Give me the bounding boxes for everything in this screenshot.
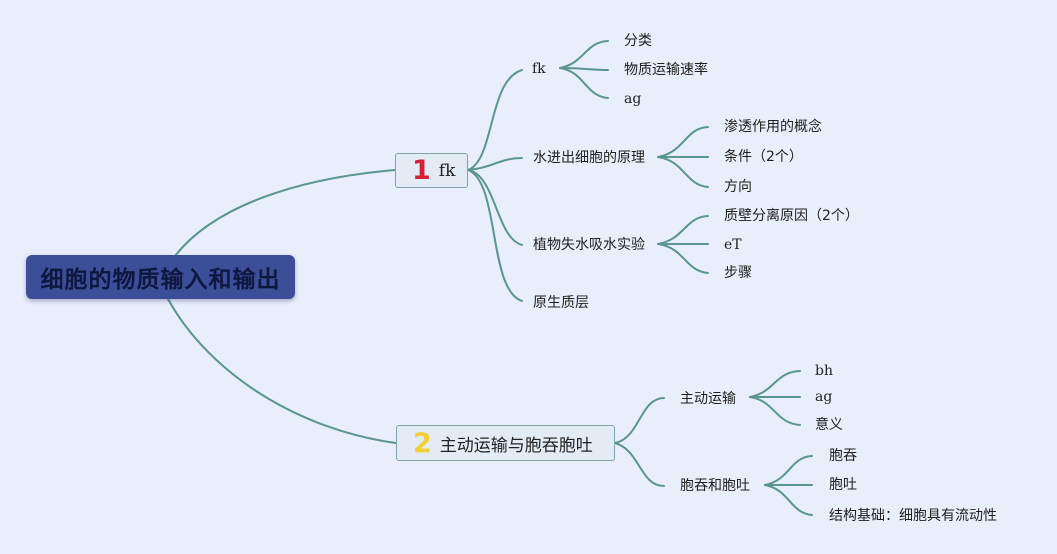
leaf-plasmolysis-cause[interactable]: 质壁分离原因（2个） [724, 208, 859, 224]
leaf-significance[interactable]: 意义 [815, 417, 843, 433]
leaf-direction[interactable]: 方向 [724, 179, 752, 195]
leaf-et[interactable]: eT [724, 237, 742, 253]
root-topic[interactable]: 细胞的物质输入和输出 [26, 255, 295, 299]
leaf-exocytosis[interactable]: 胞吐 [829, 477, 857, 493]
topic-number-2-badge: 2 [413, 427, 432, 459]
topic-number-1-badge: 1 [412, 155, 431, 186]
main-topic-2[interactable]: 2 主动运输与胞吞胞吐 [396, 425, 615, 461]
main-topic-2-label: 主动运输与胞吞胞吐 [439, 435, 593, 456]
leaf-conditions[interactable]: 条件（2个） [724, 149, 803, 165]
link-topic2-active [614, 397, 665, 444]
leaf-ag-1[interactable]: ag [624, 91, 642, 107]
link-endo-endocytosis [764, 455, 813, 486]
link-water-concept [657, 126, 709, 158]
main-topic-1-label: fk [438, 160, 456, 181]
subtopic-fk[interactable]: fk [532, 61, 546, 77]
link-topic2-endo [614, 442, 665, 487]
leaf-endocytosis[interactable]: 胞吞 [829, 448, 857, 464]
leaf-classification[interactable]: 分类 [624, 33, 652, 49]
leaf-bh[interactable]: bh [815, 363, 833, 379]
link-root-topic2 [167, 298, 397, 444]
subtopic-active-transport[interactable]: 主动运输 [680, 391, 736, 407]
link-topic1-protoplast [467, 169, 523, 302]
main-topic-1[interactable]: 1 fk [395, 153, 468, 188]
link-water-direction [657, 156, 709, 188]
subtopic-protoplast[interactable]: 原生质层 [533, 295, 589, 311]
link-plant-steps [657, 243, 709, 274]
leaf-structural-basis[interactable]: 结构基础：细胞具有流动性 [829, 508, 997, 524]
link-topic1-plant [467, 169, 523, 246]
link-plant-cause [657, 215, 709, 245]
link-fk-classify [559, 40, 609, 69]
link-fk-rate [559, 67, 609, 71]
subtopic-endo-exocytosis[interactable]: 胞吞和胞吐 [680, 478, 750, 494]
leaf-osmosis-concept[interactable]: 渗透作用的概念 [724, 119, 822, 135]
link-endo-structure [764, 484, 813, 516]
link-fk-ag [559, 67, 609, 99]
link-topic1-fk [467, 69, 523, 171]
subtopic-water-principle[interactable]: 水进出细胞的原理 [533, 150, 645, 166]
link-topic1-water [467, 157, 523, 171]
link-active-meaning [749, 396, 801, 426]
leaf-transport-rate[interactable]: 物质运输速率 [624, 62, 708, 78]
leaf-ag-2[interactable]: ag [815, 389, 833, 405]
subtopic-plant-experiment[interactable]: 植物失水吸水实验 [533, 237, 645, 253]
link-active-bh [749, 370, 801, 398]
leaf-steps[interactable]: 步骤 [724, 265, 752, 281]
link-root-topic1 [174, 169, 396, 257]
